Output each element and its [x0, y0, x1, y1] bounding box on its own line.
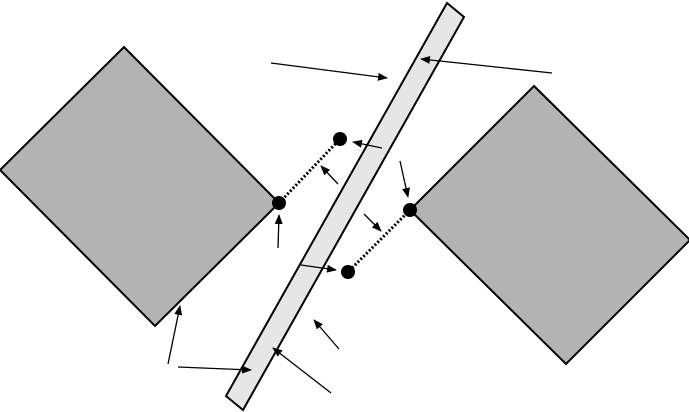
pointer-arrow-joint-left	[274, 214, 283, 249]
joint-left-upper	[333, 132, 347, 146]
diagonal-strip	[224, 1, 466, 412]
pointer-arrow-left-block	[167, 305, 183, 365]
left-block	[0, 45, 281, 328]
pointer-arrow-joint-right	[399, 160, 410, 198]
pointer-arrow-strip-top-right	[420, 55, 553, 74]
lower-dotted-link	[346, 208, 412, 274]
pointer-arrow-link-upper	[320, 165, 339, 185]
pointer-arrow-joint-lower	[300, 264, 337, 273]
pointer-arrow-strip-bottom	[272, 347, 332, 394]
upper-dotted-link	[277, 137, 342, 205]
joint-right-lower	[341, 265, 355, 279]
pointer-arrow-strip-bottom-left	[177, 365, 252, 374]
pointer-arrow-joint-upper	[352, 139, 383, 149]
pointer-arrow-strip-top-left	[270, 62, 388, 81]
pointer-arrow-strip-lower	[313, 319, 340, 350]
pointer-arrow-link-lower	[363, 213, 382, 232]
joint-left-lower	[272, 196, 286, 210]
right-block	[408, 84, 689, 366]
joint-right-upper	[403, 203, 417, 217]
